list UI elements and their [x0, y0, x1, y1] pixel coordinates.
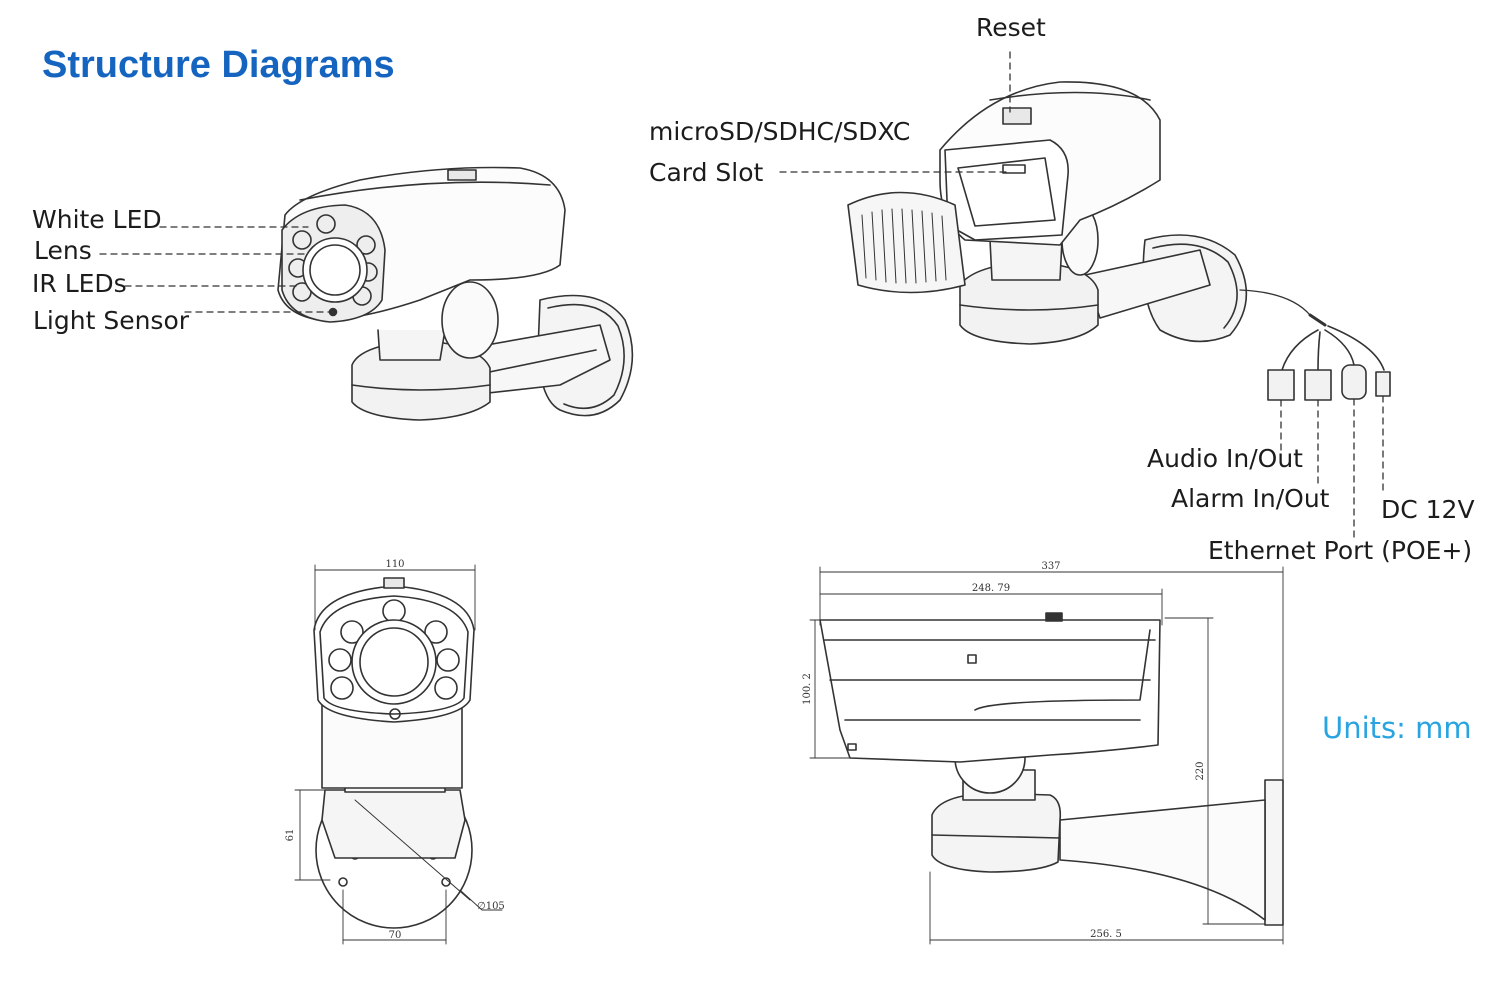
rear-perspective-camera — [847, 81, 1391, 401]
side-housing-length-dimension: 248. 79 — [972, 583, 1010, 594]
audio-label: Audio In/Out — [1147, 444, 1303, 473]
front-leader-lines — [99, 226, 331, 313]
side-arm-length-dimension: 256. 5 — [1090, 929, 1122, 940]
ir-leds-label: IR LEDs — [32, 269, 127, 298]
front-diameter-dimension: ∅105 — [477, 901, 505, 912]
front-orthographic-view — [313, 577, 475, 929]
dc-label: DC 12V — [1381, 495, 1475, 524]
side-housing-height-dimension: 100. 2 — [802, 673, 813, 705]
side-dimension-lines — [809, 566, 1284, 945]
side-orthographic-view — [819, 612, 1284, 926]
card-slot-label-line1: microSD/SDHC/SDXC — [649, 117, 911, 146]
rear-leader-lines — [779, 51, 1384, 539]
units-label: Units: mm — [1322, 711, 1472, 745]
white-led-label: White LED — [32, 205, 162, 234]
front-base-dimension: 70 — [389, 930, 402, 941]
side-total-height-dimension: 220 — [1195, 761, 1206, 780]
ethernet-label: Ethernet Port (POE+) — [1208, 536, 1473, 565]
front-width-dimension: 110 — [385, 559, 404, 570]
lens-label: Lens — [34, 236, 92, 265]
side-total-length-dimension: 337 — [1041, 561, 1060, 572]
reset-label: Reset — [976, 13, 1046, 42]
light-sensor-label: Light Sensor — [33, 306, 190, 335]
alarm-label: Alarm In/Out — [1171, 484, 1330, 513]
front-dimension-lines — [294, 564, 503, 945]
front-perspective-camera — [277, 166, 634, 421]
card-slot-label-line2: Card Slot — [649, 158, 764, 187]
page-title: Structure Diagrams — [42, 44, 395, 86]
front-height-dimension: 61 — [285, 829, 296, 842]
